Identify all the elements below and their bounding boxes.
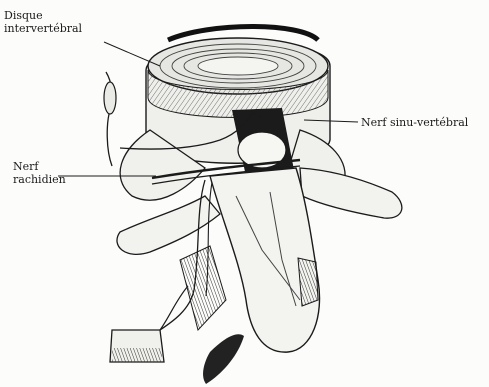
muscle-slip	[203, 334, 244, 384]
intervertebral-disc	[148, 38, 328, 118]
sympathetic-ganglion	[104, 72, 116, 166]
label-disque-line1: Disque	[4, 9, 82, 22]
label-nerf-rachidien-line1: Nerf	[13, 160, 66, 173]
label-nerf-rachidien-line2: rachidien	[13, 173, 66, 186]
nerve-stump	[110, 286, 188, 362]
label-nerf-rachidien: Nerf rachidien	[13, 160, 66, 186]
label-disque-intervertebral: Disque intervertébral	[4, 9, 82, 35]
label-disque-line2: intervertébral	[4, 22, 82, 35]
label-nerf-sinuvertebral: Nerf sinu-vertébral	[361, 116, 468, 129]
